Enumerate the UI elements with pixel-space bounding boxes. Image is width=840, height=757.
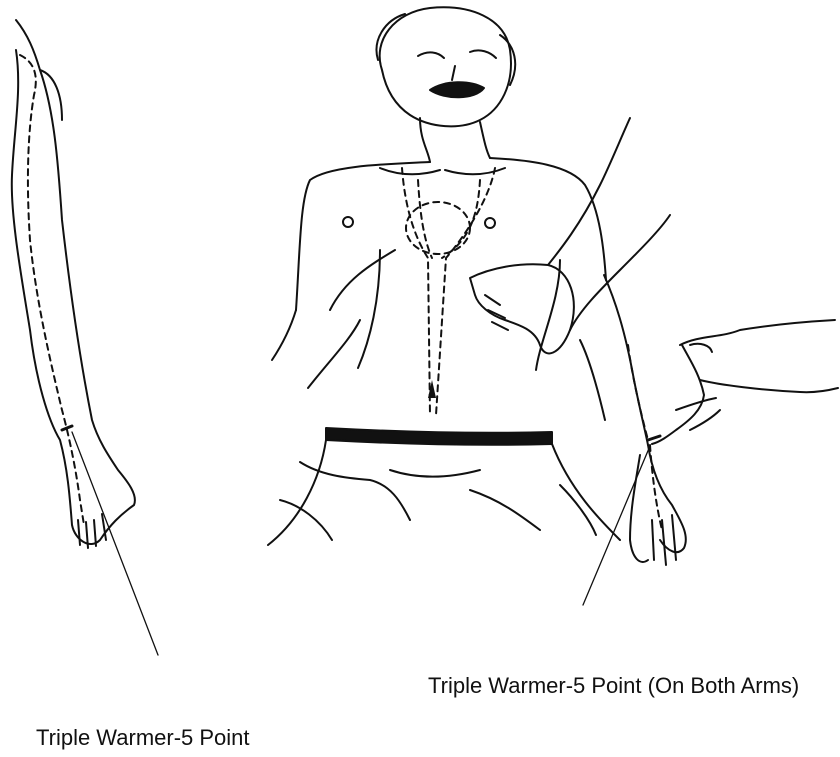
reclining-man-figure — [268, 7, 838, 565]
right-arm-point-label: Triple Warmer-5 Point (On Both Arms) — [428, 675, 799, 697]
left-arm-point-label: Triple Warmer-5 Point — [36, 727, 250, 749]
left-arm-figure — [12, 20, 135, 548]
right-point-pointer-line — [583, 446, 650, 605]
